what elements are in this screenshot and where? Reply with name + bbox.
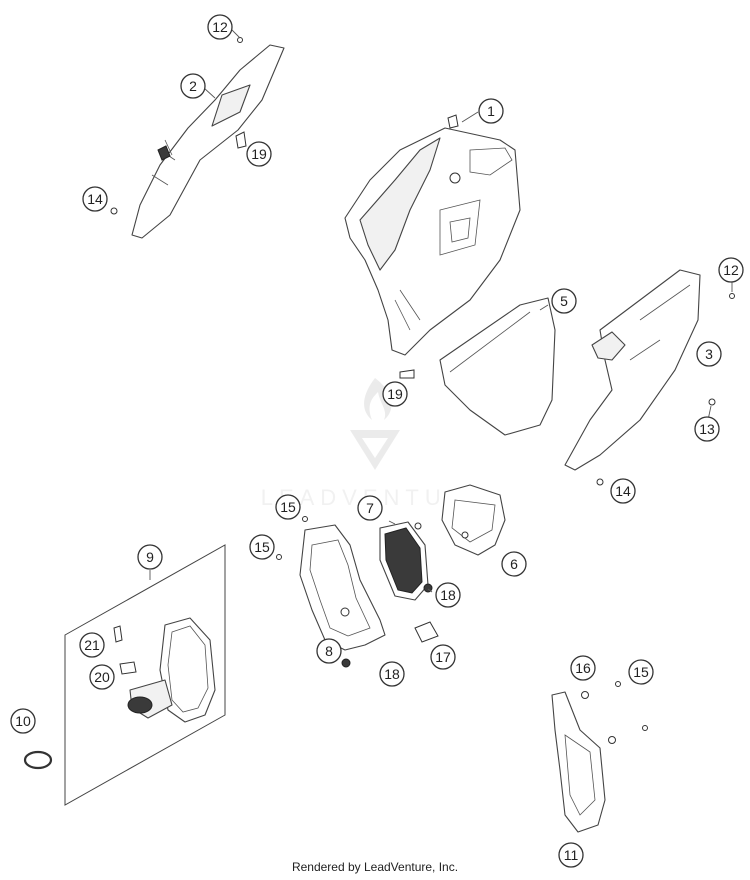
callout-16: 16: [570, 655, 596, 681]
svg-text:11: 11: [564, 847, 579, 863]
clip-17: [414, 621, 439, 643]
callout-6: 6: [501, 551, 527, 577]
callout-1: 1: [478, 98, 504, 124]
callout-14a: 14: [82, 186, 108, 212]
svg-text:14: 14: [87, 191, 103, 207]
svg-text:6: 6: [510, 556, 518, 572]
screw-14b: [596, 478, 604, 486]
callout-9: 9: [137, 544, 163, 570]
svg-text:20: 20: [94, 669, 110, 685]
leader-lines: [149, 29, 733, 593]
nut-18b: [341, 658, 351, 668]
svg-text:5: 5: [560, 293, 568, 309]
svg-text:15: 15: [633, 664, 649, 680]
washer-16a: [581, 691, 589, 699]
screw-12a: [237, 37, 243, 43]
footer-credit: Rendered by LeadVenture, Inc.: [291, 860, 459, 874]
svg-text:19: 19: [387, 386, 403, 402]
hardware-fasteners: [110, 37, 735, 744]
part-1-airbox-frame: [344, 114, 521, 356]
callout-11: 11: [558, 842, 584, 868]
callout-18a: 18: [435, 582, 461, 608]
screw-15d: [642, 725, 648, 731]
callout-15a: 15: [275, 494, 301, 520]
part-8-filter-cage: [299, 524, 386, 651]
svg-text:14: 14: [615, 483, 631, 499]
svg-text:2: 2: [189, 78, 197, 94]
screw-15a: [302, 516, 308, 522]
part-2-left-trim: [131, 44, 285, 239]
callout-15b: 15: [249, 534, 275, 560]
callout-10: 10: [10, 708, 36, 734]
callout-8: 8: [316, 638, 342, 664]
svg-text:16: 16: [575, 660, 591, 676]
callout-17: 17: [430, 644, 456, 670]
svg-text:19: 19: [251, 146, 267, 162]
screw-12b: [729, 293, 735, 299]
screw-15b: [276, 554, 282, 560]
screw-13: [708, 398, 716, 406]
callout-7: 7: [357, 495, 383, 521]
bolt-19a: [235, 131, 247, 149]
callout-15c: 15: [628, 659, 654, 685]
fitting-20: [119, 661, 137, 675]
callout-20: 20: [89, 664, 115, 690]
part-11-mud-flap: [551, 691, 606, 833]
svg-text:1: 1: [487, 103, 495, 119]
svg-text:18: 18: [384, 666, 400, 682]
callout-3: 3: [696, 341, 722, 367]
part-7-air-filter: [379, 521, 429, 601]
callout-19a: 19: [246, 141, 272, 167]
svg-text:21: 21: [84, 637, 100, 653]
svg-text:3: 3: [705, 346, 713, 362]
callout-12b: 12: [718, 257, 744, 283]
callout-19b: 19: [382, 381, 408, 407]
svg-text:15: 15: [280, 499, 296, 515]
washer-16b: [608, 736, 616, 744]
svg-text:17: 17: [435, 649, 451, 665]
screw-15c: [615, 681, 621, 687]
svg-text:8: 8: [325, 643, 333, 659]
bolt-19b: [399, 369, 415, 379]
screw-14a: [110, 207, 118, 215]
part-5-side-panel: [439, 297, 556, 436]
svg-text:12: 12: [212, 19, 228, 35]
callout-21: 21: [79, 632, 105, 658]
svg-text:9: 9: [146, 549, 154, 565]
screw-21: [113, 625, 123, 643]
callout-13: 13: [694, 416, 720, 442]
svg-text:13: 13: [699, 421, 715, 437]
part-9-intake-frame: [64, 544, 226, 806]
callouts: 1 2 3 5 6 7 8 9 10 11 12 12 13 14 14 15 …: [10, 14, 744, 868]
callout-5: 5: [551, 288, 577, 314]
callout-2: 2: [180, 73, 206, 99]
part-3-right-trim: [564, 269, 701, 471]
nut-18c: [414, 522, 422, 530]
svg-text:15: 15: [254, 539, 270, 555]
svg-text:12: 12: [723, 262, 739, 278]
svg-text:10: 10: [15, 713, 31, 729]
callout-18b: 18: [379, 661, 405, 687]
svg-text:18: 18: [440, 587, 456, 603]
callout-14b: 14: [610, 478, 636, 504]
callout-12a: 12: [207, 14, 233, 40]
part-6-airbox-cover: [441, 484, 506, 556]
svg-text:7: 7: [366, 500, 374, 516]
part-10-clamp: [23, 750, 53, 770]
